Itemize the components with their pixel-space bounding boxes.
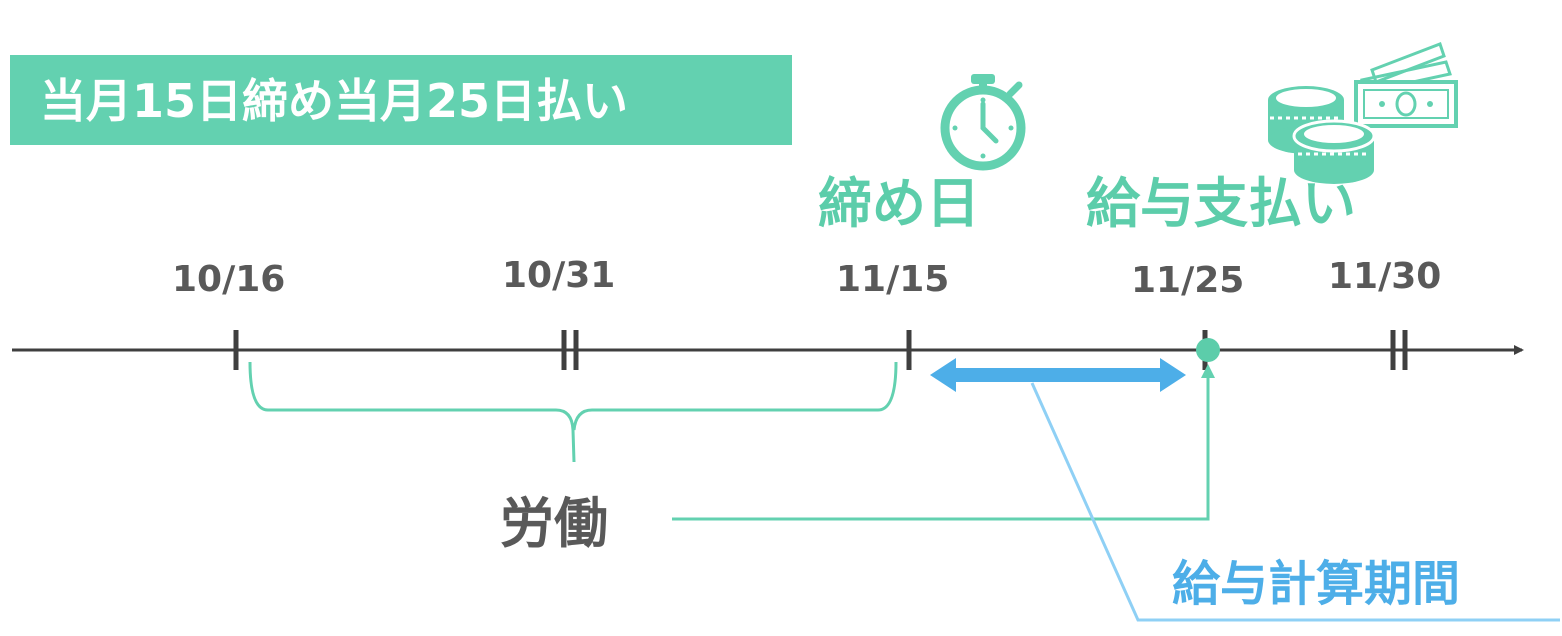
calc-period-connector bbox=[1030, 382, 1560, 622]
tick-10-31 bbox=[561, 330, 579, 370]
coins-and-banknotes-icon bbox=[1268, 42, 1458, 184]
payday-label: 給与支払い bbox=[1086, 172, 1356, 235]
labor-label: 労働 bbox=[500, 492, 608, 555]
calc-period-label: 給与計算期間 bbox=[1172, 556, 1461, 612]
date-label-11-30: 11/30 bbox=[1328, 256, 1442, 297]
stopwatch-icon bbox=[940, 74, 1026, 171]
date-label-10-31: 10/31 bbox=[502, 255, 616, 296]
labor-to-payday-connector bbox=[672, 370, 1210, 521]
tick-11-25 bbox=[1196, 330, 1220, 370]
date-label-11-25: 11/25 bbox=[1131, 260, 1245, 301]
date-label-10-16: 10/16 bbox=[172, 259, 286, 300]
tick-11-30 bbox=[1390, 330, 1408, 370]
diagram-title: 当月15日締め当月25日払い bbox=[40, 74, 629, 128]
calc-period-arrow bbox=[930, 358, 1186, 392]
closing-day-label: 締め日 bbox=[818, 172, 980, 235]
title-banner bbox=[10, 55, 792, 145]
date-label-11-15: 11/15 bbox=[836, 259, 950, 300]
labor-period-brace bbox=[248, 361, 898, 463]
